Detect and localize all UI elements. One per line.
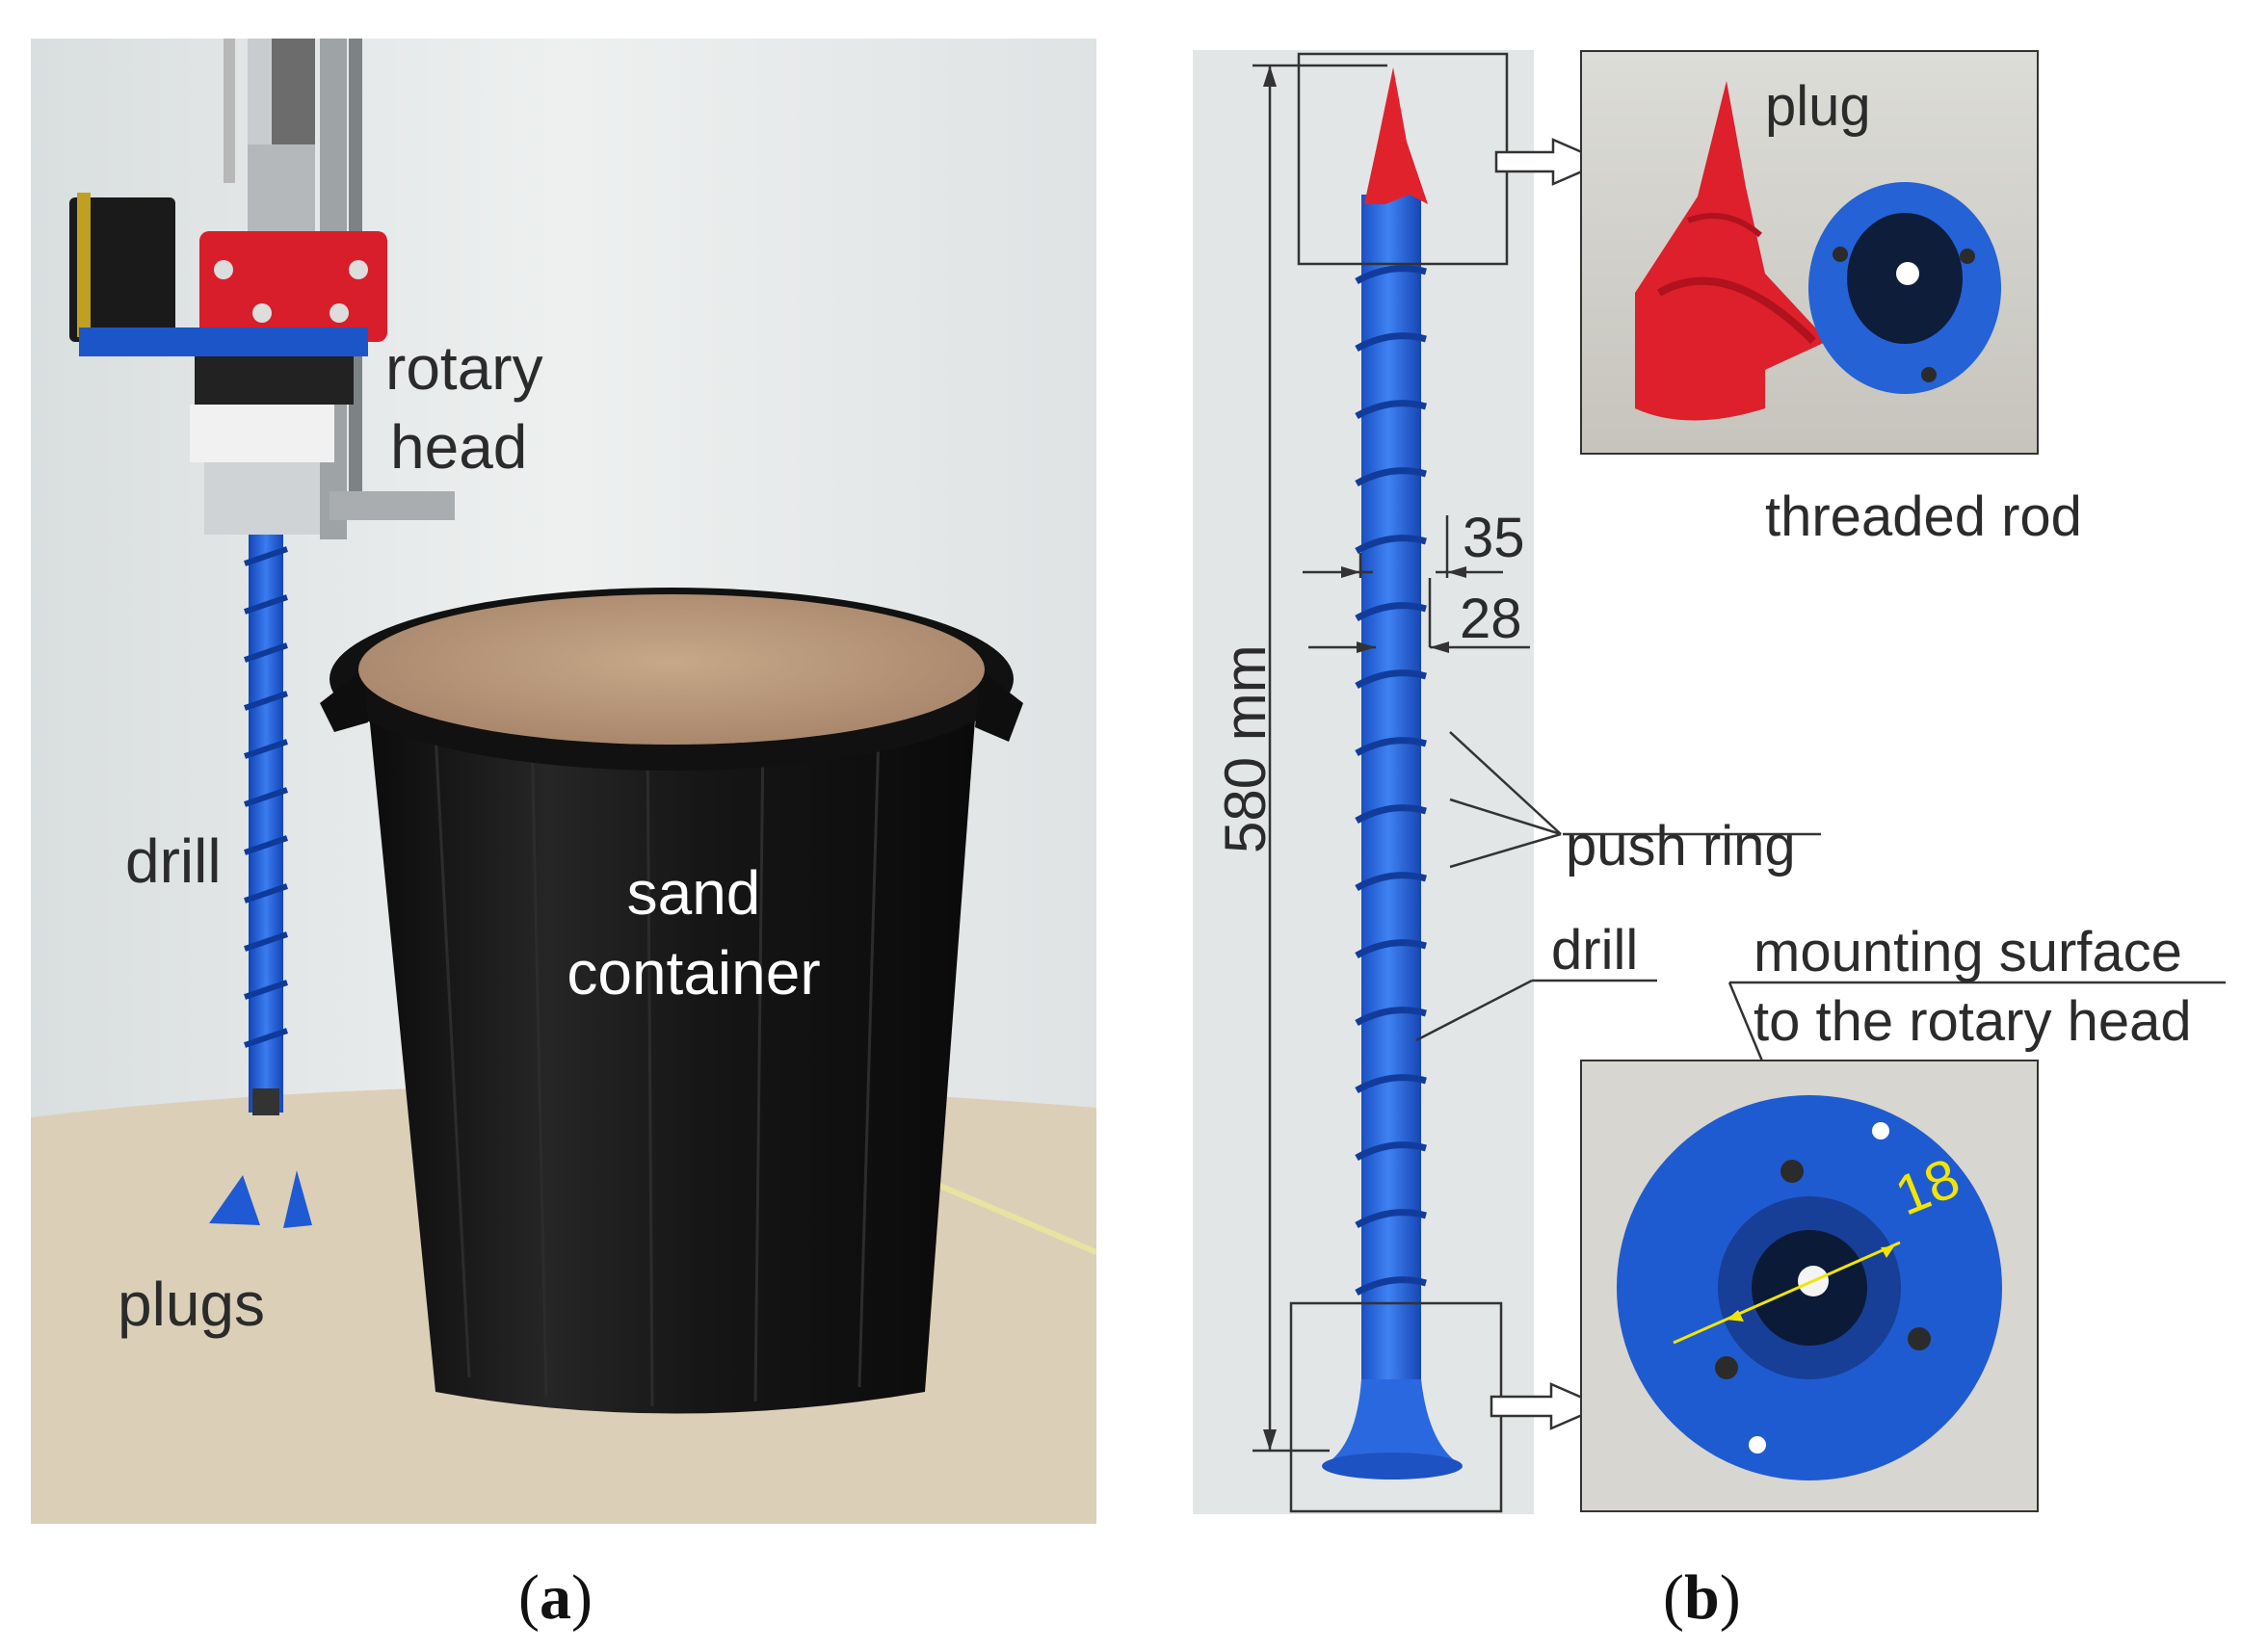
caption-b-letter: b xyxy=(1683,1562,1720,1633)
inset-mounting-photo xyxy=(1580,1060,2039,1512)
label-sand: sand xyxy=(626,858,761,928)
label-push-ring: push ring xyxy=(1566,815,1796,877)
plug-inset-graphic xyxy=(1582,52,2037,453)
sand-surface xyxy=(358,594,985,745)
inset-plug-photo xyxy=(1580,50,2039,455)
red-plug xyxy=(1635,81,1828,421)
panel-a-photo xyxy=(31,39,1096,1524)
label-rotary: rotary xyxy=(385,333,543,403)
label-plugs: plugs xyxy=(118,1270,265,1339)
label-head: head xyxy=(390,412,528,482)
label-mounting-surface: mounting surface xyxy=(1754,921,2182,983)
label-outer-diameter: 35 xyxy=(1463,507,1525,569)
plug-left-a xyxy=(209,1175,260,1225)
label-length: 580 mm xyxy=(1213,644,1278,853)
bore-dimension-line xyxy=(1673,1241,1901,1345)
drill-shaft-b xyxy=(1361,195,1421,1408)
label-container: container xyxy=(567,938,821,1008)
setup-photo-graphic xyxy=(31,39,1096,1524)
drill-shaft-a xyxy=(249,535,283,1113)
caption-a-letter: a xyxy=(539,1562,571,1633)
label-to-rotary-head: to the rotary head xyxy=(1754,990,2192,1053)
label-inner-diameter: 28 xyxy=(1460,588,1522,650)
caption-a: (a) xyxy=(518,1562,593,1633)
label-drill-a: drill xyxy=(125,826,222,896)
label-plug: plug xyxy=(1765,75,1871,138)
plug-right-a xyxy=(283,1170,312,1228)
label-drill-b: drill xyxy=(1551,919,1639,982)
label-threaded-rod: threaded rod xyxy=(1765,485,2082,548)
bucket-body xyxy=(363,655,980,1414)
mounting-inset-graphic xyxy=(1582,1061,2037,1510)
caption-b: (b) xyxy=(1663,1562,1741,1633)
